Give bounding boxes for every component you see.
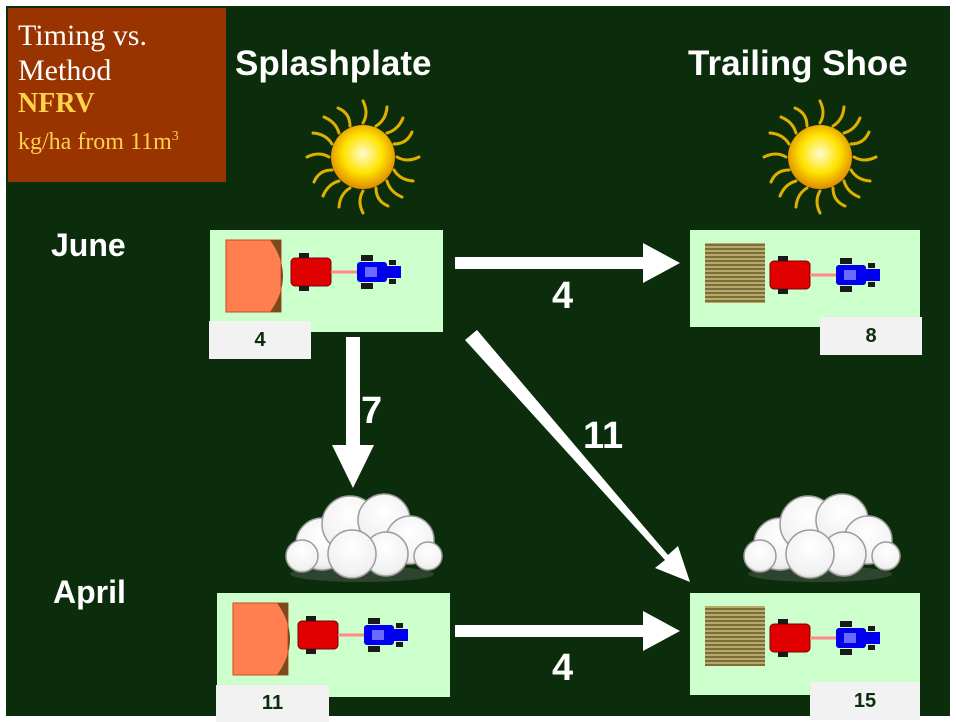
arrow-april-right — [455, 611, 680, 651]
column-heading-splashplate: Splashplate — [235, 44, 432, 83]
arrow-label-combined-gain: 11 — [583, 415, 624, 457]
cloud-icon — [743, 493, 901, 583]
sun-icon — [305, 99, 421, 215]
title-line-2: Method — [18, 54, 112, 87]
sun-icon — [762, 99, 878, 215]
arrow-label-timing-gain: 7 — [361, 390, 383, 432]
value-june-trailing-shoe: 8 — [820, 317, 922, 355]
arrow-june-right — [455, 243, 680, 283]
cloud-icon — [285, 493, 443, 583]
value-april-splashplate: 11 — [216, 685, 329, 722]
arrow-june-to-april — [332, 337, 374, 488]
row-label-april: April — [53, 574, 126, 610]
row-label-june: June — [51, 227, 126, 263]
value-april-trailing-shoe: 15 — [810, 682, 920, 720]
arrow-label-april-gain: 4 — [552, 647, 574, 689]
value-june-splashplate: 4 — [209, 321, 311, 359]
splashplate-fan-icon — [225, 239, 283, 313]
trailing-shoe-bands-icon — [705, 606, 765, 666]
title-line-4: kg/ha from 11m3 — [18, 129, 179, 155]
arrow-label-june-gain: 4 — [552, 275, 574, 317]
title-line-3: NFRV — [18, 88, 95, 119]
splashplate-fan-icon — [232, 602, 290, 676]
title-box: Timing vs. Method NFRV kg/ha from 11m3 — [8, 8, 226, 182]
column-heading-trailing-shoe: Trailing Shoe — [688, 44, 908, 83]
trailing-shoe-bands-icon — [705, 243, 765, 303]
title-line-1: Timing vs. — [18, 19, 147, 52]
arrow-diagonal — [465, 330, 690, 582]
